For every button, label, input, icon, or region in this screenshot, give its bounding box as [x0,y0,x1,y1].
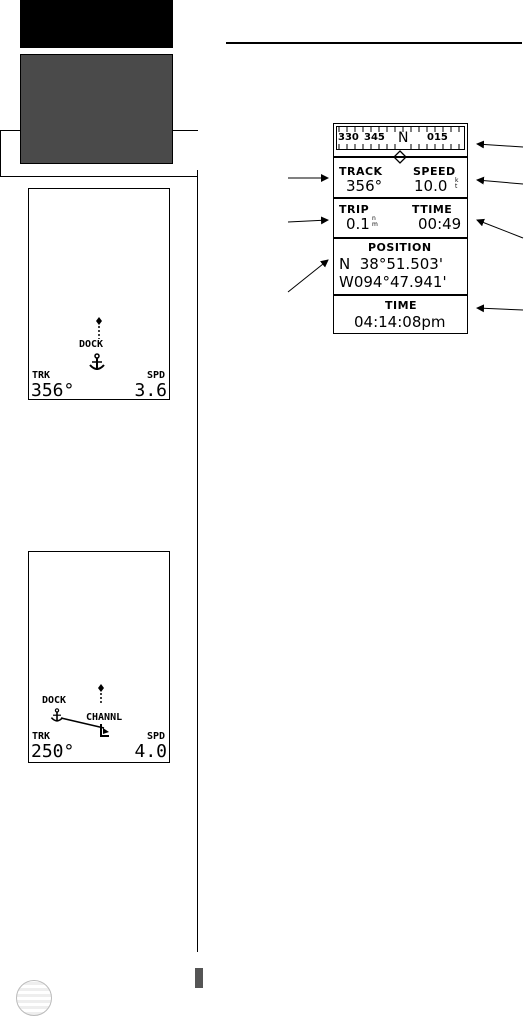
compass-label-n: N [398,130,409,146]
callout-arrows [287,140,524,313]
track-value: 356° [31,380,75,401]
page-tab-marker [195,968,203,988]
latitude-value: N 38°51.503' [339,255,443,273]
compass-tape: 330 345 N 015 [336,126,465,150]
compass-ticks-icon [338,127,460,149]
speed-value: 3.6 [134,380,167,401]
position-page-screen: 330 345 N 015 TRACK SPEED 356° 10.0 k t … [333,123,468,334]
speed-header: SPEED [413,165,456,178]
bracket-line [0,130,20,131]
trip-header: TRIP [339,203,370,216]
track-label: TRK [32,731,51,742]
ttime-value: 00:49 [418,215,462,233]
ttime-header: TTIME [412,203,453,216]
gps-map-screen-2: DOCK CHANNL TRK 250° SPD 4.0 [28,551,170,763]
speed-label: SPD [146,370,165,381]
divider [334,197,467,199]
compass-label-015: 015 [427,132,448,143]
track-value: 356° [346,177,383,195]
section-tab-grey [20,54,173,164]
column-divider [197,170,198,952]
waypoint-label: DOCK [79,339,104,350]
waypoint-marker-icon [98,684,104,704]
trip-value: 0.1 [346,215,370,233]
anchor-icon [89,353,105,370]
route-line-icon [60,717,105,729]
speed-unit: k t [455,177,459,190]
speed-value: 10.0 [414,177,448,195]
compass-label-330: 330 [338,132,359,143]
position-header: POSITION [368,241,432,254]
bracket-line [0,176,198,177]
time-header: TIME [385,299,418,312]
divider [334,237,467,239]
gps-map-screen-1: DOCK TRK 356° SPD 3.6 [28,188,170,400]
trip-unit: n m [372,215,378,228]
waypoint-label-dock: DOCK [42,695,67,706]
time-value: 04:14:08pm [354,313,446,331]
section-tab-black [20,0,173,48]
bracket-line [0,130,1,177]
track-value: 250° [31,741,75,762]
bracket-line [173,130,198,131]
longitude-value: W094°47.941' [339,273,447,291]
waypoint-marker-icon [96,317,102,339]
speed-label: SPD [146,731,165,742]
compass-label-345: 345 [364,132,385,143]
track-label: TRK [32,370,51,381]
header-rule [226,42,522,44]
track-header: TRACK [339,165,383,178]
globe-logo-icon [16,980,52,1016]
waypoint-label-channl: CHANNL [86,712,123,723]
divider [334,156,467,158]
boat-position-icon [100,724,109,737]
speed-value: 4.0 [134,741,167,762]
divider [334,294,467,296]
